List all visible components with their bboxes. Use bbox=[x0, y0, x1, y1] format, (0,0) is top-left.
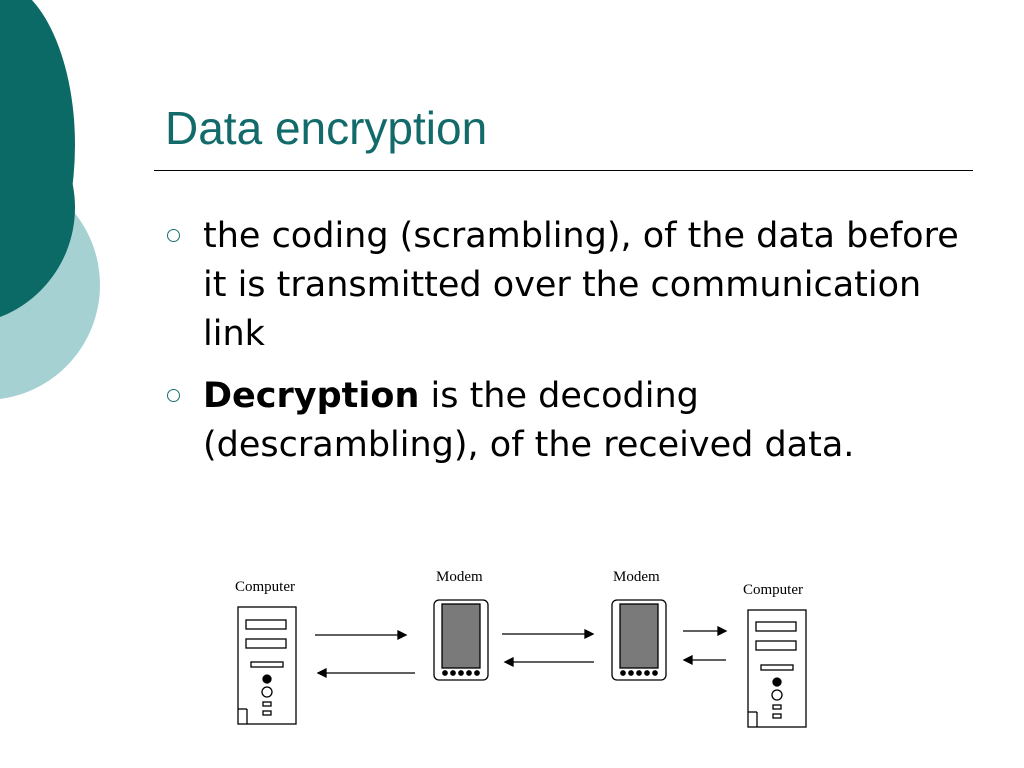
bullet-body: is the decoding (descrambling), of the r… bbox=[203, 376, 855, 465]
bullet-text: the coding (scrambling), of the data bef… bbox=[203, 212, 975, 359]
bullet-body: the coding (scrambling), of the data bef… bbox=[203, 216, 959, 354]
computer-label-left: Computer bbox=[235, 579, 295, 595]
title-divider bbox=[154, 170, 973, 171]
bullet-item: the coding (scrambling), of the data bef… bbox=[165, 212, 975, 359]
bullet-bold-term: Decryption bbox=[203, 376, 420, 416]
modem-icon bbox=[433, 599, 489, 681]
bullet-circle-icon bbox=[167, 229, 180, 242]
arrow-left-icon bbox=[503, 656, 594, 668]
transmission-diagram: Computer bbox=[230, 562, 830, 737]
modem-label-right: Modem bbox=[613, 569, 660, 585]
arrow-left-icon bbox=[682, 654, 726, 666]
slide-title: Data encryption bbox=[165, 102, 488, 154]
modem-icon bbox=[611, 599, 667, 681]
computer-tower-icon bbox=[237, 606, 297, 725]
bullet-list: the coding (scrambling), of the data bef… bbox=[165, 212, 975, 483]
bullet-text: Decryption is the decoding (descrambling… bbox=[203, 372, 975, 470]
arrow-right-icon bbox=[502, 628, 595, 640]
computer-tower-icon bbox=[747, 609, 807, 728]
computer-label-right: Computer bbox=[743, 582, 803, 598]
arrow-right-icon bbox=[315, 629, 408, 641]
bullet-item: Decryption is the decoding (descrambling… bbox=[165, 372, 975, 470]
arrow-right-icon bbox=[683, 625, 728, 637]
bullet-circle-icon bbox=[167, 389, 180, 402]
arrow-left-icon bbox=[316, 667, 415, 679]
modem-label-left: Modem bbox=[436, 569, 483, 585]
